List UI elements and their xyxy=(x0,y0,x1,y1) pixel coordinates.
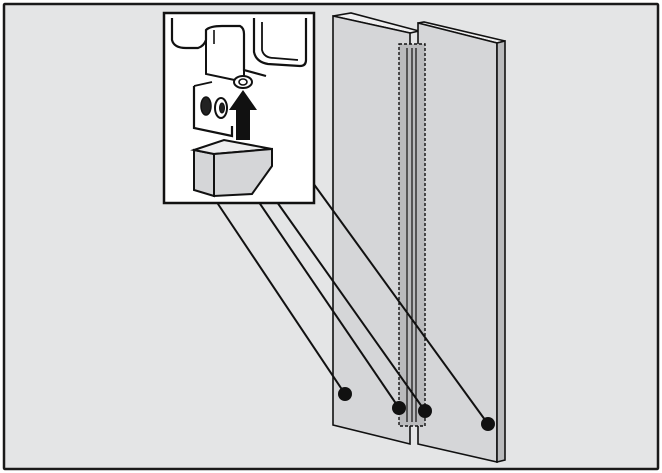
callout-points xyxy=(338,387,495,431)
door-corner-inner-line xyxy=(261,22,299,61)
cover-cap-side-face xyxy=(193,148,215,198)
left-door-front-face xyxy=(332,15,411,446)
detail-inset xyxy=(162,11,316,205)
cover-cap-front-face xyxy=(213,147,273,198)
hinge-housing-outline xyxy=(170,18,267,78)
callout-dot-2 xyxy=(392,401,406,415)
bracket-screw-right-hole xyxy=(219,102,225,114)
seal-strip-dashed-outline xyxy=(398,43,426,427)
bracket-body-outline xyxy=(192,86,234,138)
left-door-panel xyxy=(332,12,420,446)
hinge-pin-hole xyxy=(238,78,248,86)
bracket-top-edge xyxy=(193,81,213,87)
callout-dot-1 xyxy=(338,387,352,401)
leader-line-2 xyxy=(253,194,400,409)
insert-direction-arrow-icon xyxy=(229,90,257,140)
center-seal-strip xyxy=(398,43,426,427)
callout-dot-4 xyxy=(481,417,495,431)
callout-dot-3 xyxy=(418,404,432,418)
leader-line-1 xyxy=(211,194,346,395)
callout-leader-lines xyxy=(211,182,489,425)
leader-line-4 xyxy=(312,182,489,425)
door-corner-outline xyxy=(252,18,308,68)
right-door-front-face xyxy=(417,21,498,464)
bracket-screw-left xyxy=(200,96,212,116)
leader-line-3 xyxy=(271,194,426,412)
right-door-panel xyxy=(417,21,506,464)
right-door-edge-face xyxy=(496,39,506,464)
